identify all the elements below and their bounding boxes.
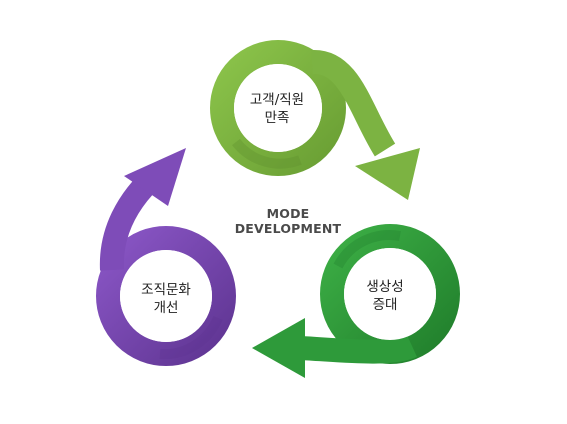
arrow-loop-culture bbox=[96, 148, 236, 366]
arrow-loop-productivity bbox=[252, 224, 460, 378]
center-title: MODE DEVELOPMENT bbox=[218, 206, 358, 236]
node-disc-satisfaction bbox=[234, 64, 322, 152]
node-label-productivity: 생상성 증대 bbox=[345, 278, 425, 314]
arrow-loop-satisfaction bbox=[210, 40, 420, 200]
node-label-line1: 조직문화 bbox=[141, 282, 191, 298]
node-disc-culture bbox=[120, 250, 212, 342]
node-disc-productivity bbox=[344, 248, 436, 340]
center-title-line1: MODE bbox=[266, 206, 310, 221]
node-label-satisfaction: 고객/직원 만족 bbox=[237, 91, 317, 127]
node-label-line1: 생상성 bbox=[366, 279, 404, 295]
center-title-line2: DEVELOPMENT bbox=[234, 221, 342, 236]
node-label-line2: 개선 bbox=[153, 300, 179, 316]
node-label-culture: 조직문화 개선 bbox=[126, 281, 206, 317]
node-label-line2: 만족 bbox=[264, 110, 290, 126]
node-label-line1: 고객/직원 bbox=[249, 92, 305, 108]
node-label-line2: 증대 bbox=[372, 297, 398, 313]
